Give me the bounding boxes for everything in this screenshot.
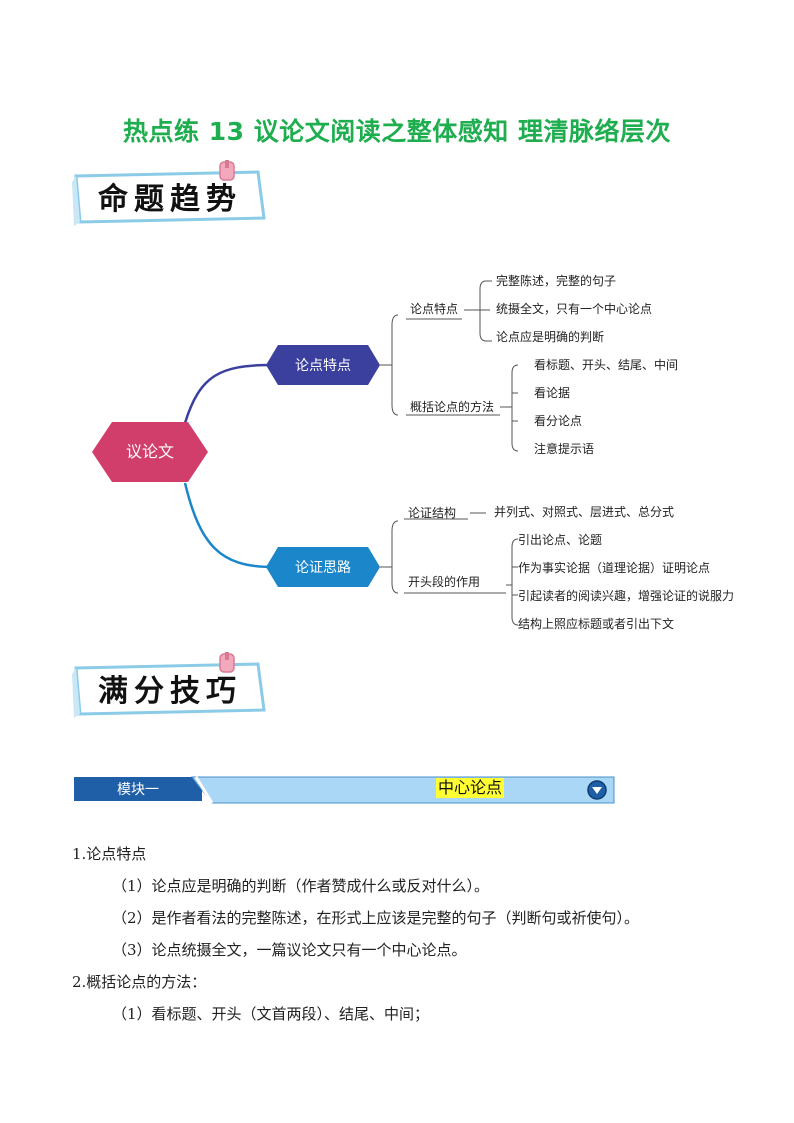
- group-item: 注意提示语: [534, 441, 594, 456]
- banner-text: 满分技巧: [98, 674, 242, 709]
- page-title: 热点练 13 议论文阅读之整体感知 理清脉络层次: [123, 117, 671, 146]
- heading-line: 2.概括论点的方法：: [72, 973, 207, 991]
- group-item: 引起读者的阅读兴趣，增强论证的说服力: [518, 588, 734, 603]
- module-label: 模块一: [117, 782, 159, 798]
- banner-frame: [72, 160, 266, 226]
- group-item: 作为事实论据（道理论据）证明论点: [518, 560, 710, 575]
- heading-line: 1.论点特点: [72, 845, 147, 863]
- group-item: 结构上照应标题或者引出下文: [518, 616, 674, 631]
- group-item: 统摄全文，只有一个中心论点: [496, 301, 652, 316]
- group-item: 并列式、对照式、层进式、总分式: [494, 505, 674, 519]
- branch-node-reasoning: [266, 547, 380, 587]
- section-banner-skills: 满分技巧: [70, 652, 270, 720]
- text-line: （1）看标题、开头（文首两段）、结尾、中间；: [112, 1005, 430, 1023]
- group-item: 完整陈述，完整的句子: [496, 273, 616, 288]
- branch-label: 论点特点: [295, 358, 351, 374]
- group-label: 开头段的作用: [408, 574, 480, 589]
- group-item: 看分论点: [534, 414, 582, 428]
- root-node: [92, 422, 208, 482]
- group-label: 论点特点: [410, 301, 458, 316]
- branch-label: 论证思路: [295, 560, 351, 576]
- section-banner-trend: 命题趋势: [70, 160, 270, 228]
- connector-branch1: [183, 363, 273, 424]
- branch-node-argument: [266, 345, 380, 385]
- body-text: 1.论点特点 （1）论点应是明确的判断（作者赞成什么或反对什么）。 （2）是作者…: [72, 838, 752, 1030]
- group-item: 论点应是明确的判断: [496, 329, 604, 344]
- text-line: （3）论点统摄全文，一篇议论文只有一个中心论点。: [112, 941, 467, 959]
- group-label: 概括论点的方法: [410, 399, 494, 414]
- module-title: 中心论点: [436, 778, 505, 798]
- module-bar: 模块一 中心论点: [74, 775, 616, 805]
- connector-branch2: [183, 482, 273, 569]
- group-item: 看论据: [534, 386, 570, 400]
- text-line: （1）论点应是明确的判断（作者赞成什么或反对什么）。: [112, 877, 490, 895]
- text-line: （2）是作者看法的完整陈述，在形式上应该是完整的句子（判断句或祈使句）。: [112, 909, 640, 927]
- root-label: 议论文: [126, 442, 174, 461]
- group-item: 看标题、开头、结尾、中间: [534, 357, 678, 372]
- chevron-down-icon[interactable]: [586, 779, 608, 801]
- group-item: 引出论点、论题: [518, 533, 602, 547]
- banner-text: 命题趋势: [98, 182, 242, 217]
- module-bar-shape: [74, 776, 615, 804]
- banner-frame: [72, 652, 266, 718]
- mind-map: 议论文 论点特点 论证思路 论点特点 完整陈述，完整的句子 统摄全文，只有一个中…: [92, 273, 734, 631]
- group-label: 论证结构: [408, 505, 456, 520]
